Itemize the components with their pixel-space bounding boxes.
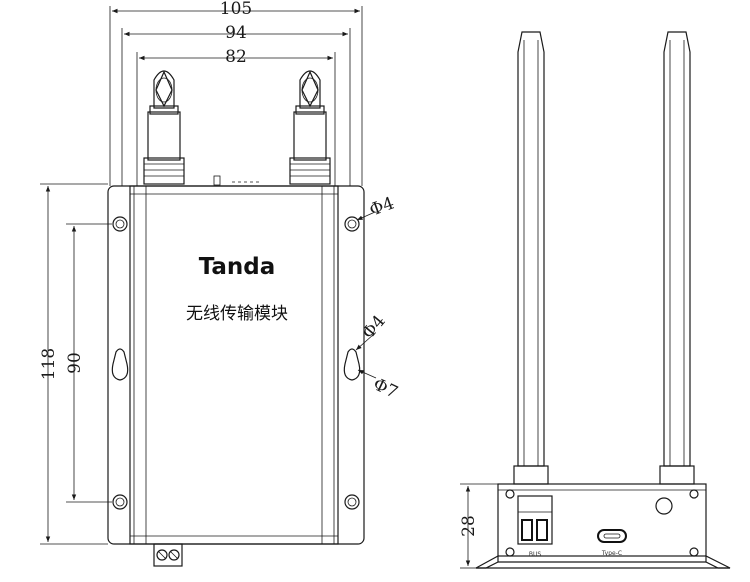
callout-hole-top: Φ4 xyxy=(356,193,397,221)
mount-hole-top-left xyxy=(112,216,128,232)
front-view: Tanda 无线传输模块 105 94 82 xyxy=(39,0,401,567)
side-antenna-right xyxy=(659,31,695,485)
dim-antenna-span: 94 xyxy=(121,23,351,186)
callout-hole-mid: Φ4 xyxy=(355,311,390,351)
svg-text:118: 118 xyxy=(39,348,59,380)
dim-side-height: 28 xyxy=(459,483,498,569)
usb-label: Type-C xyxy=(601,550,622,557)
svg-text:Φ4: Φ4 xyxy=(367,193,397,220)
svg-text:90: 90 xyxy=(65,352,85,374)
keyhole-slot-right xyxy=(343,348,361,381)
dim-antenna-inner: 82 xyxy=(136,47,336,186)
antenna-left xyxy=(143,70,185,185)
side-port-hole xyxy=(655,497,673,515)
svg-text:28: 28 xyxy=(459,515,479,537)
bus-connector: BUS xyxy=(517,495,553,558)
terminal-block xyxy=(153,543,183,567)
svg-text:94: 94 xyxy=(225,23,247,43)
dim-height-total: 118 xyxy=(39,183,108,545)
keyhole-slot-left xyxy=(111,348,129,381)
bus-label: BUS xyxy=(529,551,542,558)
dim-hole-spacing: 90 xyxy=(65,223,112,503)
usb-c-port: Type-C xyxy=(597,529,627,557)
product-name: 无线传输模块 xyxy=(186,304,288,324)
side-antenna-left xyxy=(513,31,549,485)
mount-hole-top-right xyxy=(344,216,360,232)
mount-hole-bottom-right xyxy=(344,494,360,510)
side-view: BUS Type-C 28 xyxy=(459,31,731,569)
brand-logo: Tanda xyxy=(199,254,276,280)
svg-text:105: 105 xyxy=(220,0,252,19)
svg-text:82: 82 xyxy=(225,47,247,67)
mount-hole-bottom-left xyxy=(112,494,128,510)
svg-text:Φ7: Φ7 xyxy=(370,374,401,403)
antenna-right xyxy=(289,70,331,185)
dim-overall-width: 105 xyxy=(109,0,363,186)
svg-text:Φ4: Φ4 xyxy=(359,311,390,343)
